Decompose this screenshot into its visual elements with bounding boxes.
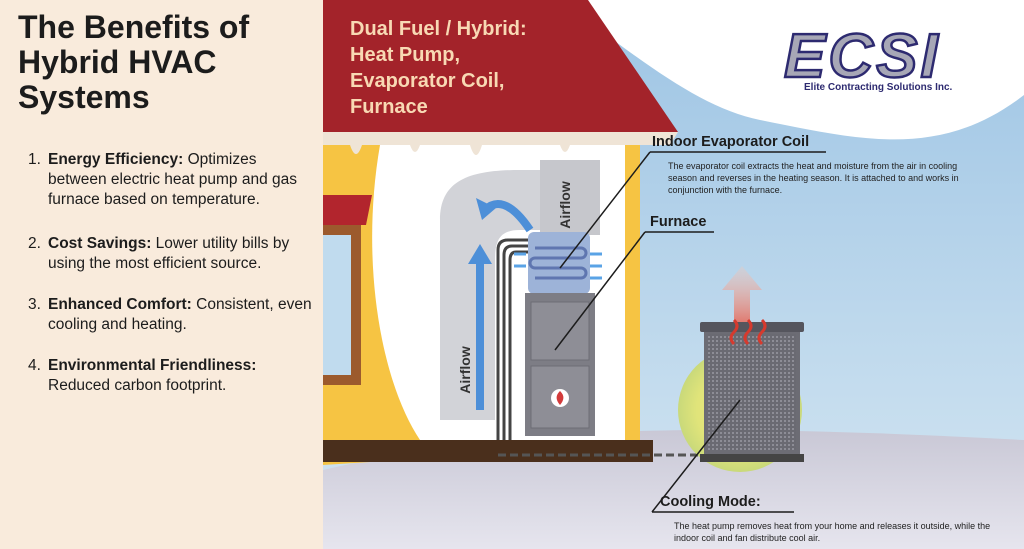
house-floor bbox=[323, 440, 653, 462]
benefit-name: Cost Savings: bbox=[48, 235, 152, 252]
benefit-item: 3. Enhanced Comfort: Consistent, even co… bbox=[28, 295, 318, 335]
roof-title: Dual Fuel / Hybrid: Heat Pump, Evaporato… bbox=[350, 16, 640, 120]
benefit-text: Optimizes between electric heat pump and… bbox=[48, 151, 298, 208]
benefit-name: Enhanced Comfort: bbox=[48, 296, 192, 313]
supply-duct bbox=[540, 160, 600, 235]
evaporator-coil-description: The evaporator coil extracts the heat an… bbox=[668, 161, 959, 195]
roof-title-line: Evaporator Coil, bbox=[350, 70, 505, 92]
roof-title-line: Furnace bbox=[350, 96, 428, 118]
logo-wordmark: ECSI bbox=[784, 22, 941, 91]
flame-icon bbox=[556, 391, 564, 405]
airflow-label-top: Airflow bbox=[557, 181, 573, 229]
window-awning bbox=[323, 195, 372, 225]
airflow-up-arrowhead bbox=[468, 244, 492, 264]
coil-cool-air-arrows bbox=[514, 252, 602, 280]
benefit-item: 2. Cost Savings: Lower utility bills by … bbox=[28, 234, 318, 274]
heat-pump-grill bbox=[708, 334, 796, 450]
roof-title-line: Heat Pump, bbox=[350, 44, 461, 66]
furnace-upper-panel bbox=[530, 301, 590, 361]
window-glass bbox=[323, 235, 351, 375]
coil-leader-line bbox=[559, 151, 651, 269]
airflow-curve-arrowhead bbox=[476, 198, 496, 220]
benefits-panel: The Benefits of Hybrid HVAC Systems 1. E… bbox=[0, 0, 323, 549]
evaporator-coil-tubes bbox=[528, 246, 588, 280]
refrigerant-lines bbox=[496, 238, 530, 440]
roof-title-line: Dual Fuel / Hybrid: bbox=[350, 18, 527, 40]
sky-highlight bbox=[560, 0, 1024, 140]
roof-eave bbox=[323, 132, 678, 145]
cooling-mode-label: Cooling Mode: bbox=[660, 494, 761, 510]
roof bbox=[323, 0, 678, 132]
cooling-mode-description: The heat pump removes heat from your hom… bbox=[674, 521, 991, 543]
benefit-number: 2. bbox=[28, 235, 41, 252]
benefit-text: Consistent, even cooling and heating. bbox=[48, 296, 312, 333]
airflow-label-side: Airflow bbox=[457, 346, 473, 394]
main-title: The Benefits of Hybrid HVAC Systems bbox=[18, 9, 250, 115]
benefit-item: 1. Energy Efficiency: Optimizes between … bbox=[28, 150, 318, 210]
benefit-name: Energy Efficiency: bbox=[48, 151, 184, 168]
logo-company-name: Elite Contracting Solutions Inc. bbox=[804, 82, 953, 93]
benefit-number: 3. bbox=[28, 296, 41, 313]
furnace-leader-line bbox=[554, 231, 646, 351]
heat-rising-arrow bbox=[722, 266, 762, 330]
cooling-leader-line bbox=[651, 399, 741, 513]
benefit-name: Environmental Friendliness: bbox=[48, 357, 257, 374]
benefit-item: 4. Environmental Friendliness: Reduced c… bbox=[28, 356, 318, 396]
benefit-number: 4. bbox=[28, 357, 41, 374]
benefits-list: 1. Energy Efficiency: Optimizes between … bbox=[28, 150, 318, 396]
evaporator-coil-label: Indoor Evaporator Coil bbox=[652, 134, 810, 150]
benefit-text: Lower utility bills by using the most ef… bbox=[48, 235, 290, 272]
heat-waves-icon bbox=[729, 318, 767, 346]
heat-pump-base bbox=[700, 454, 804, 462]
benefit-number: 1. bbox=[28, 151, 41, 168]
benefit-text: Reduced carbon footprint. bbox=[48, 377, 227, 394]
furnace-label: Furnace bbox=[650, 214, 707, 230]
